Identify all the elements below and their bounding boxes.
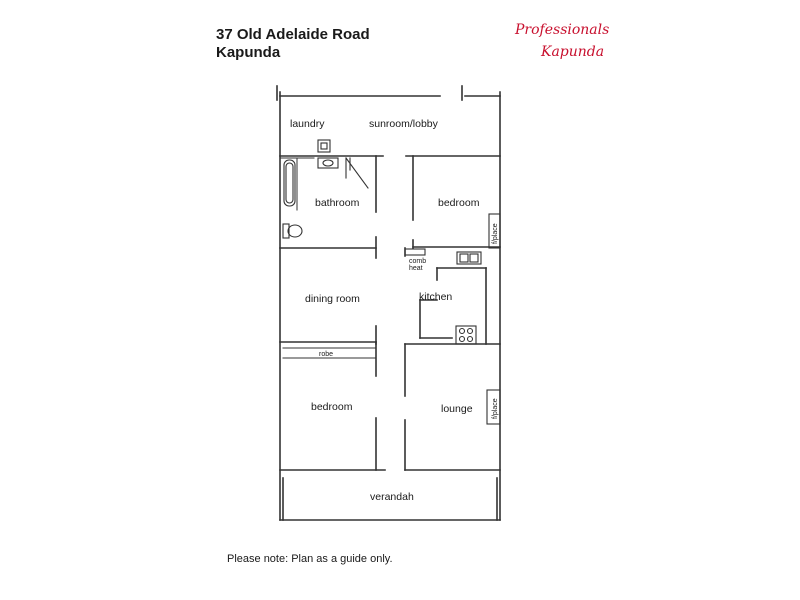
address-line-1: 37 Old Adelaide Road <box>216 26 370 43</box>
room-label-bedroom-top: bedroom <box>438 197 480 209</box>
kitchen-sink-icon <box>456 251 482 265</box>
stove-icon <box>455 325 477 345</box>
brand-logo-line-2: Kapunda <box>541 44 605 60</box>
brand-logo-line-1: Professionals <box>515 22 610 38</box>
comb-heater-icon <box>404 248 426 256</box>
toilet-icon <box>282 223 303 239</box>
room-label-laundry: laundry <box>290 118 325 130</box>
room-label-sunroom: sunroom/lobby <box>369 118 439 130</box>
fireplace-bottom-icon <box>486 389 501 425</box>
outer-walls <box>276 85 501 521</box>
dining-walls <box>279 325 377 345</box>
bedroom-top-walls <box>412 155 501 249</box>
fireplace-top-icon <box>488 213 501 249</box>
bathroom-walls <box>279 155 377 259</box>
room-label-bathroom: bathroom <box>315 197 360 209</box>
vanity-icon <box>317 157 369 189</box>
label-fplace-bottom: f/place <box>492 398 499 419</box>
label-heat: heat <box>409 265 423 272</box>
room-label-lounge: lounge <box>441 403 473 415</box>
sunroom-walls <box>279 155 501 159</box>
room-label-bedroom-bottom: bedroom <box>311 401 353 413</box>
laundry-tub-icon <box>317 139 331 153</box>
address-line-2: Kapunda <box>216 44 281 61</box>
room-label-robe: robe <box>319 351 333 358</box>
room-label-dining: dining room <box>305 293 360 305</box>
robe-walls <box>282 341 377 377</box>
disclaimer-note: Please note: Plan as a guide only. <box>227 553 393 565</box>
label-comb: comb <box>409 258 426 265</box>
bottom-rooms-walls <box>279 343 501 471</box>
room-label-verandah: verandah <box>370 491 414 503</box>
bathtub-icon <box>283 159 296 207</box>
label-fplace-top: f/place <box>492 223 499 244</box>
room-label-kitchen: kitchen <box>419 291 452 303</box>
